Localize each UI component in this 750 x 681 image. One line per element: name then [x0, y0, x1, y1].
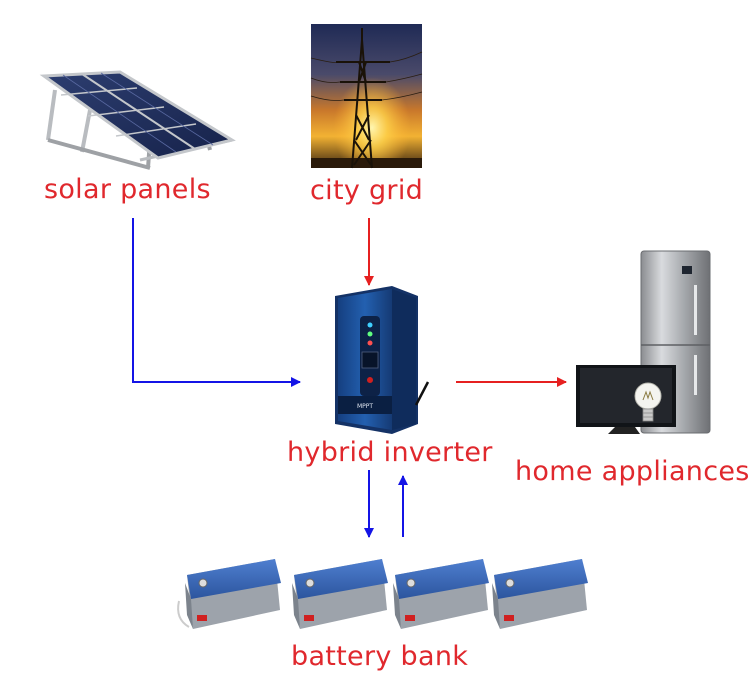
battery-icon [177, 559, 281, 629]
appliances-icon [576, 250, 711, 434]
hybrid-inverter-label: hybrid inverter [287, 437, 493, 468]
battery-icon [393, 559, 489, 629]
flow-arrows [132, 218, 567, 538]
power-pylon-icon [310, 24, 423, 169]
arrow-solar-to-inverter [132, 218, 301, 387]
battery-icon [492, 559, 588, 629]
light-bulb-icon [634, 382, 662, 422]
battery-icon [292, 559, 388, 629]
city-grid-label: city grid [310, 175, 424, 206]
inverter-icon: MPPT [335, 286, 430, 434]
battery-bank-label: battery bank [291, 641, 469, 672]
battery-bank [177, 559, 588, 629]
home-appliances-label: home appliances [515, 456, 750, 487]
inverter-panel-text: MPPT [357, 403, 373, 410]
solar-panels-label: solar panels [44, 174, 211, 205]
solar-panel-icon [39, 70, 236, 170]
